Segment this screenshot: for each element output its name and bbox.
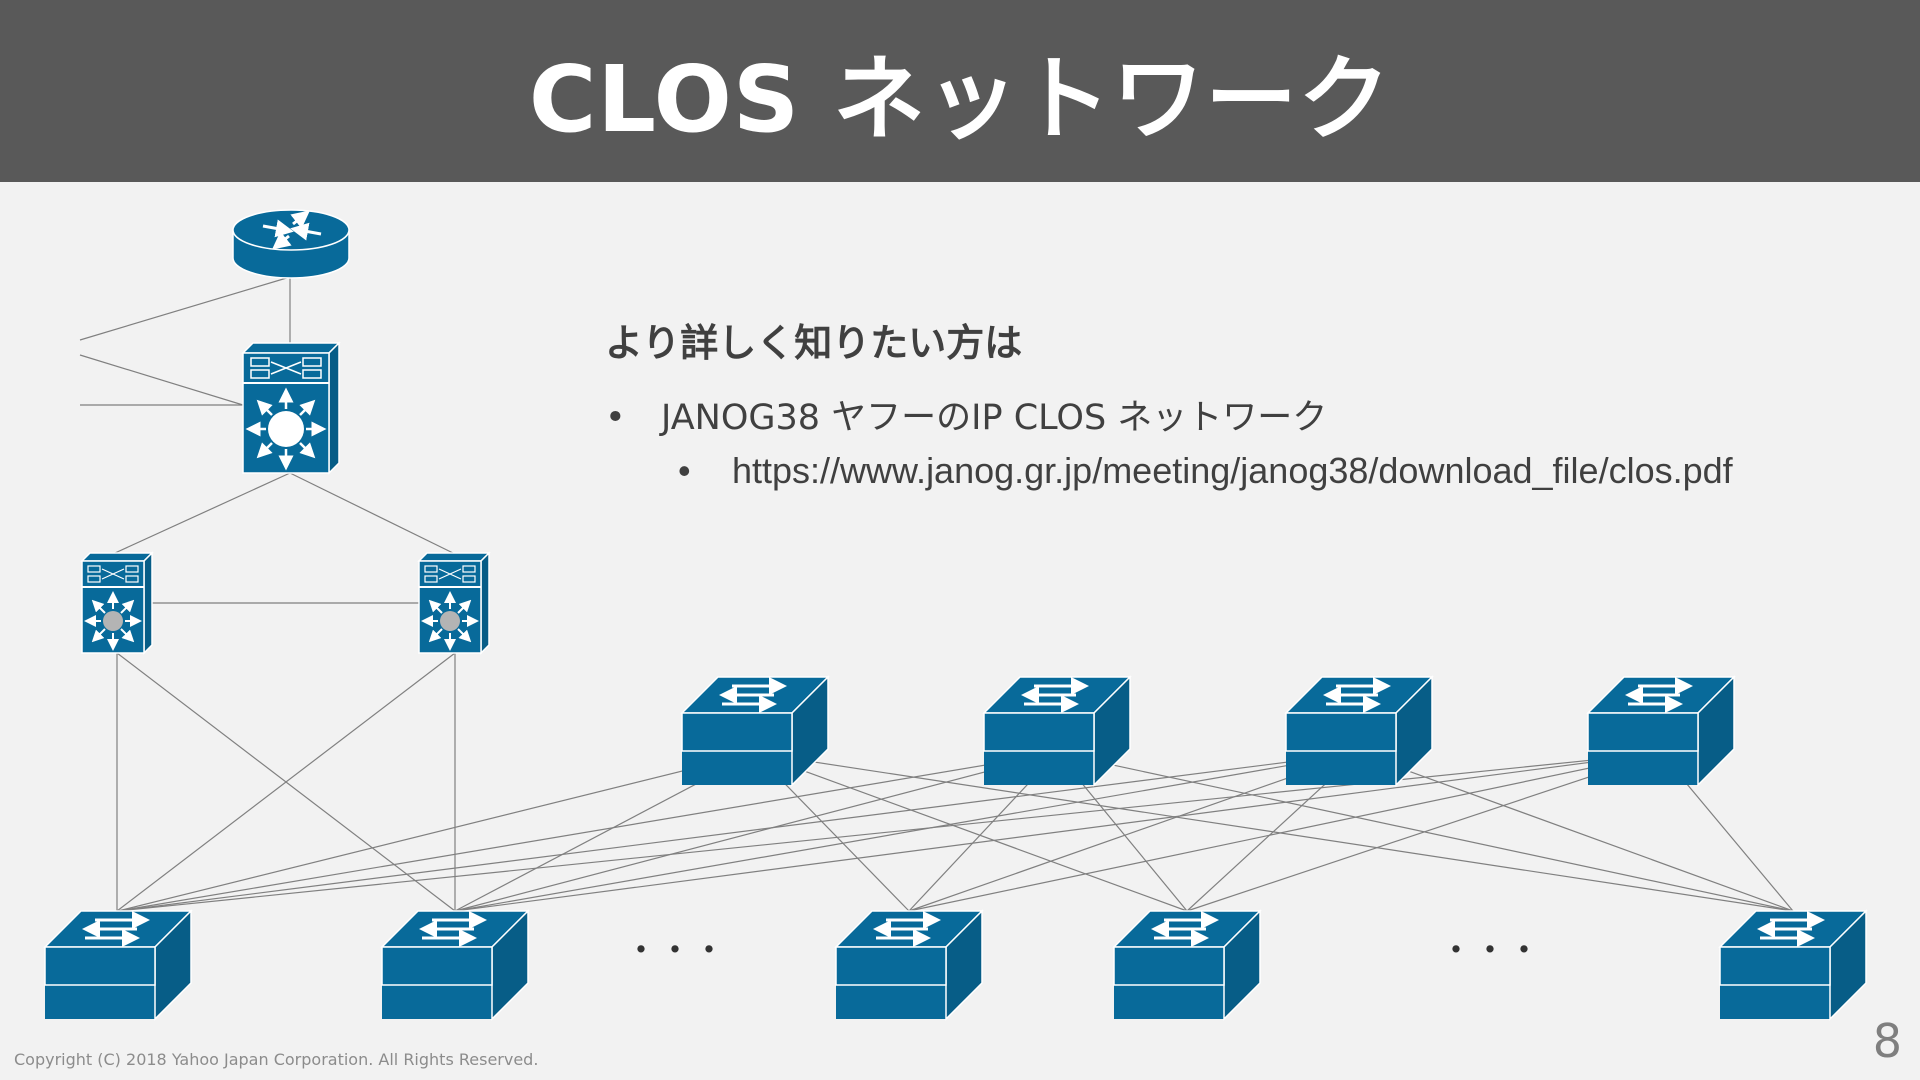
sub-bullet-mark: •	[678, 450, 691, 491]
spine-leaf-link	[754, 752, 1794, 912]
ellipsis-right: ・・・	[1439, 931, 1541, 971]
router-icon	[233, 210, 349, 278]
leaf-switch-icon-2	[382, 911, 528, 1019]
copyright-footer: Copyright (C) 2018 Yahoo Japan Corporati…	[14, 1050, 539, 1069]
spine-leaf-link	[117, 752, 1662, 912]
core-agg-link-right	[289, 472, 454, 554]
bullet-item: • JANOG38 ヤフーのIP CLOS ネットワーク	[605, 397, 1733, 439]
external-core-link-1	[79, 354, 244, 406]
spine-leaf-link	[454, 752, 1360, 912]
spine-switch-icon-3	[1286, 677, 1432, 785]
spine-leaf-link	[117, 752, 756, 912]
title-bar: CLOS ネットワーク	[0, 0, 1920, 182]
bullet-text: JANOG38 ヤフーのIP CLOS ネットワーク	[661, 398, 1328, 438]
spine-leaf-link	[454, 752, 1058, 912]
spine-leaf-link	[454, 752, 1662, 912]
leaf-switch-icon-3	[836, 911, 982, 1019]
spine-leaf-link	[908, 752, 1360, 912]
spine-leaf-link	[117, 752, 1360, 912]
reference-link[interactable]: https://www.janog.gr.jp/meeting/janog38/…	[732, 450, 1733, 491]
page-number: 8	[1872, 1014, 1902, 1068]
multilayer-switch-icon-right	[419, 553, 489, 653]
slide-title: CLOS ネットワーク	[528, 45, 1392, 153]
bullet-mark: •	[605, 398, 626, 438]
agg-leaf-link	[116, 652, 456, 912]
leaf-switch-icon-1	[45, 911, 191, 1019]
info-heading: より詳しく知りたい方は	[605, 321, 1023, 365]
spine-switch-icon-2	[984, 677, 1130, 785]
links	[79, 273, 1794, 912]
spine-switch-icon-4	[1588, 677, 1734, 785]
router-external-link	[79, 276, 291, 341]
core-agg-link-left	[114, 472, 291, 554]
spine-leaf-link	[908, 752, 1662, 912]
leaf-switch-icon-4	[1114, 911, 1260, 1019]
spine-switch-icon-1	[682, 677, 828, 785]
spine-leaf-link	[117, 752, 1058, 912]
multilayer-switch-icon-left	[82, 553, 152, 653]
spine-leaf-link	[1186, 752, 1662, 912]
spine-leaf-link	[1358, 752, 1794, 912]
info-block: より詳しく知りたい方は • JANOG38 ヤフーのIP CLOS ネットワーク…	[605, 312, 1733, 492]
core-switch-icon	[243, 343, 339, 473]
sub-bullet-item: • https://www.janog.gr.jp/meeting/janog3…	[678, 449, 1733, 492]
spine-leaf-link	[754, 752, 1188, 912]
leaf-switch-icon-5	[1720, 911, 1866, 1019]
ellipsis-left: ・・・	[624, 931, 726, 971]
